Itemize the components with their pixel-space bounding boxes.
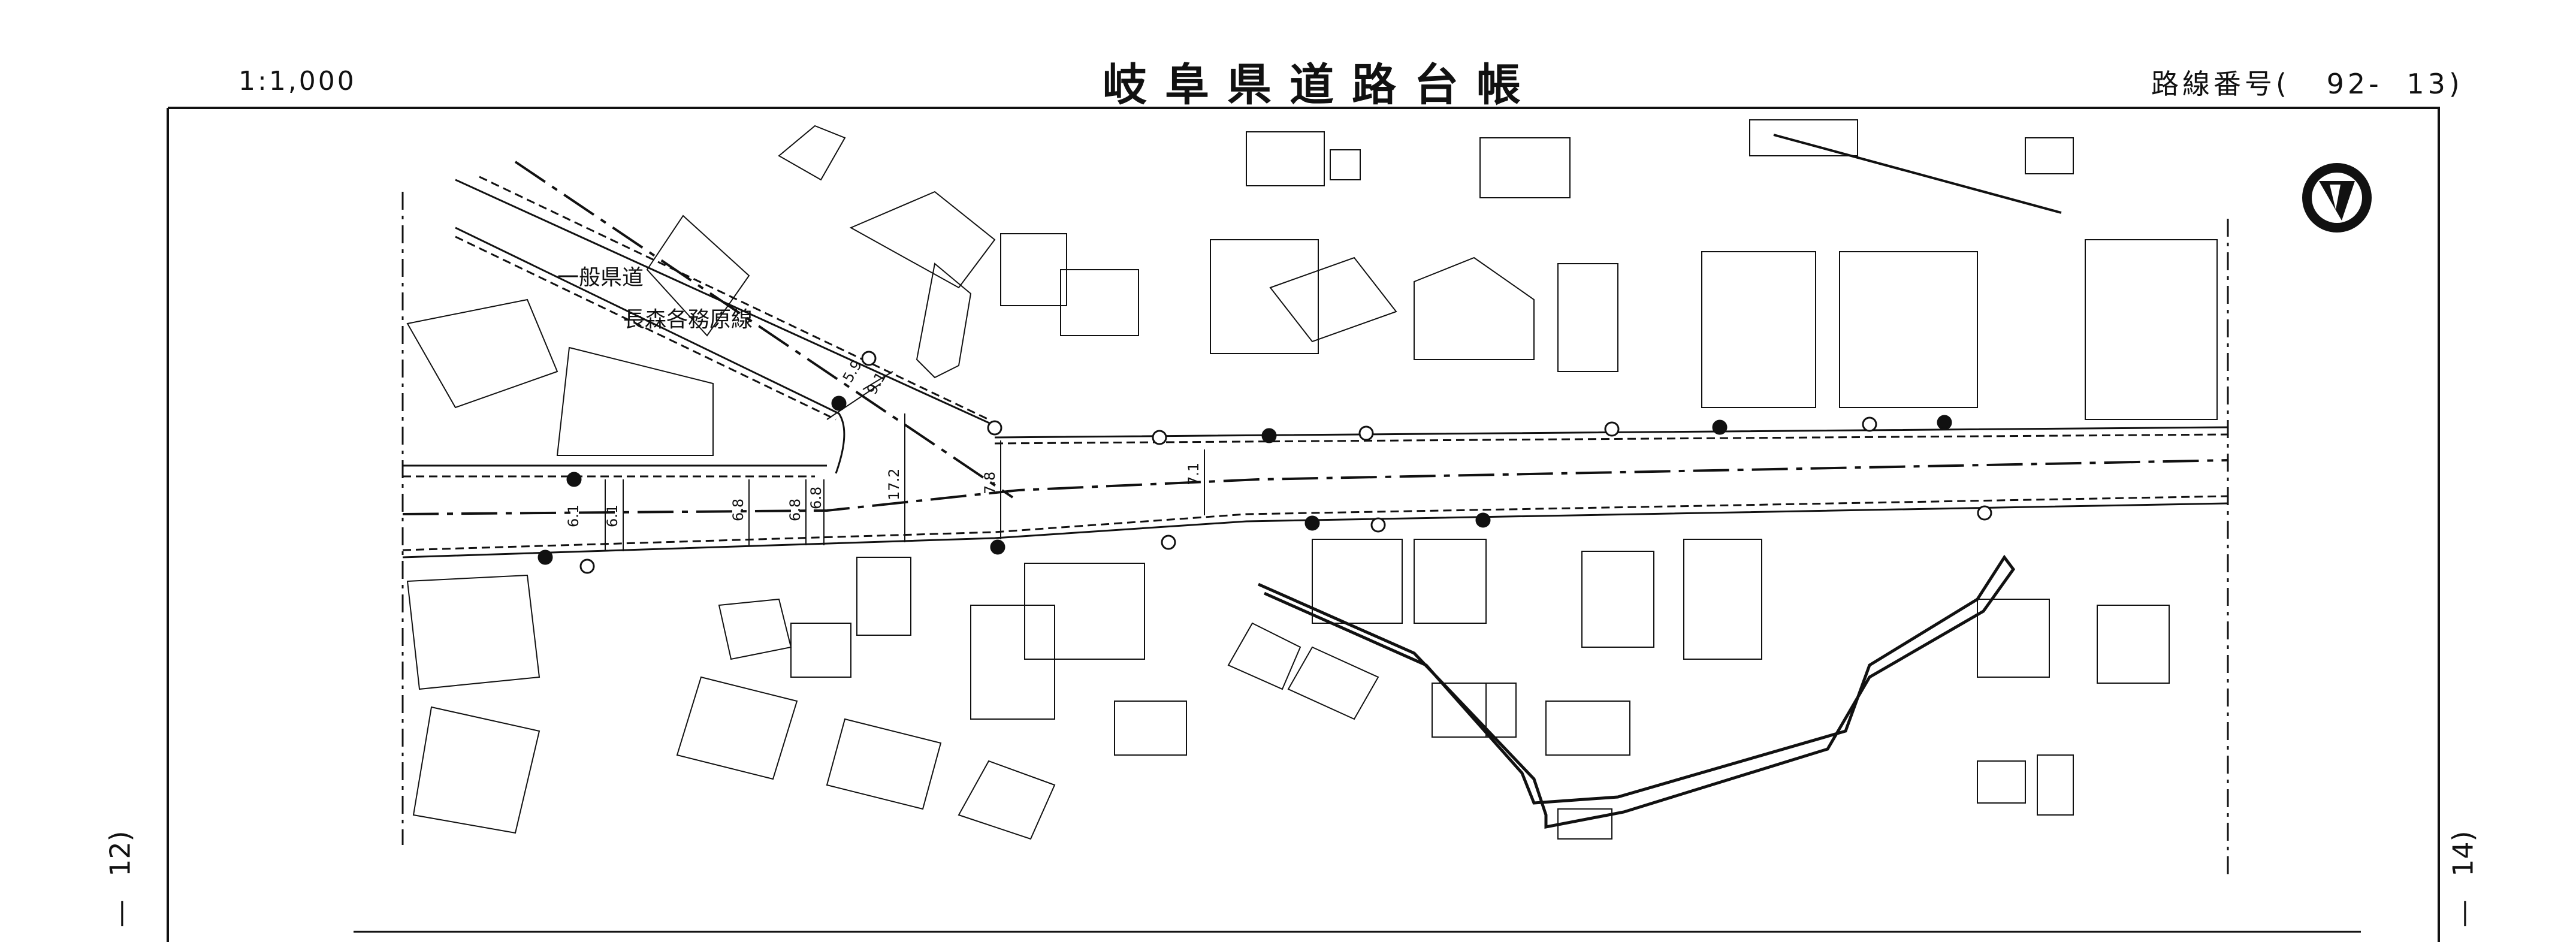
buildings-north bbox=[406, 119, 2218, 456]
page-title: 岐阜県道路台帳 bbox=[1103, 59, 1539, 111]
branch-road-south-edge-dashed bbox=[455, 236, 836, 421]
width-label: 7.1 bbox=[1185, 463, 1202, 485]
map-scale: 1:1,000 bbox=[238, 66, 357, 96]
road-name-label: 長森各務原線 bbox=[623, 307, 753, 332]
dimension-lines bbox=[605, 371, 1205, 551]
branch-road-south-edge bbox=[455, 227, 845, 474]
property-line bbox=[1773, 134, 2062, 214]
utility-markers bbox=[537, 351, 1992, 574]
width-label: 6.1 bbox=[604, 505, 621, 527]
road-north-edge-dashed bbox=[403, 433, 2228, 478]
width-label: 6.8 bbox=[808, 487, 825, 509]
road-south-edge bbox=[402, 502, 2228, 558]
width-label: 7.8 bbox=[982, 472, 998, 494]
width-label: 17.2 bbox=[886, 469, 902, 500]
buildings-south bbox=[406, 539, 2170, 840]
route-number: 路線番号( 92- 13) bbox=[2151, 62, 2463, 102]
road-north-edge bbox=[403, 426, 2228, 467]
width-label: 5.9 bbox=[839, 357, 865, 385]
branch-road-centerline bbox=[514, 161, 1014, 499]
road-south-edge-dashed bbox=[402, 495, 2228, 551]
branch-road-north-edge-dashed bbox=[479, 176, 989, 421]
route-number-label: 路線番号( bbox=[2151, 68, 2290, 100]
waterway bbox=[1257, 554, 2016, 829]
route-number-value: 92- bbox=[2326, 68, 2382, 100]
width-label: 6.8 bbox=[730, 499, 747, 521]
width-label: 6.8 bbox=[787, 499, 804, 521]
road-class-label: 一般県道 bbox=[557, 265, 644, 290]
route-number-suffix: 13) bbox=[2406, 68, 2463, 100]
width-label: 6.1 bbox=[565, 505, 582, 527]
north-arrow-icon bbox=[2302, 163, 2372, 233]
road-centerline bbox=[402, 459, 2228, 515]
sheet-frame bbox=[167, 107, 2440, 942]
